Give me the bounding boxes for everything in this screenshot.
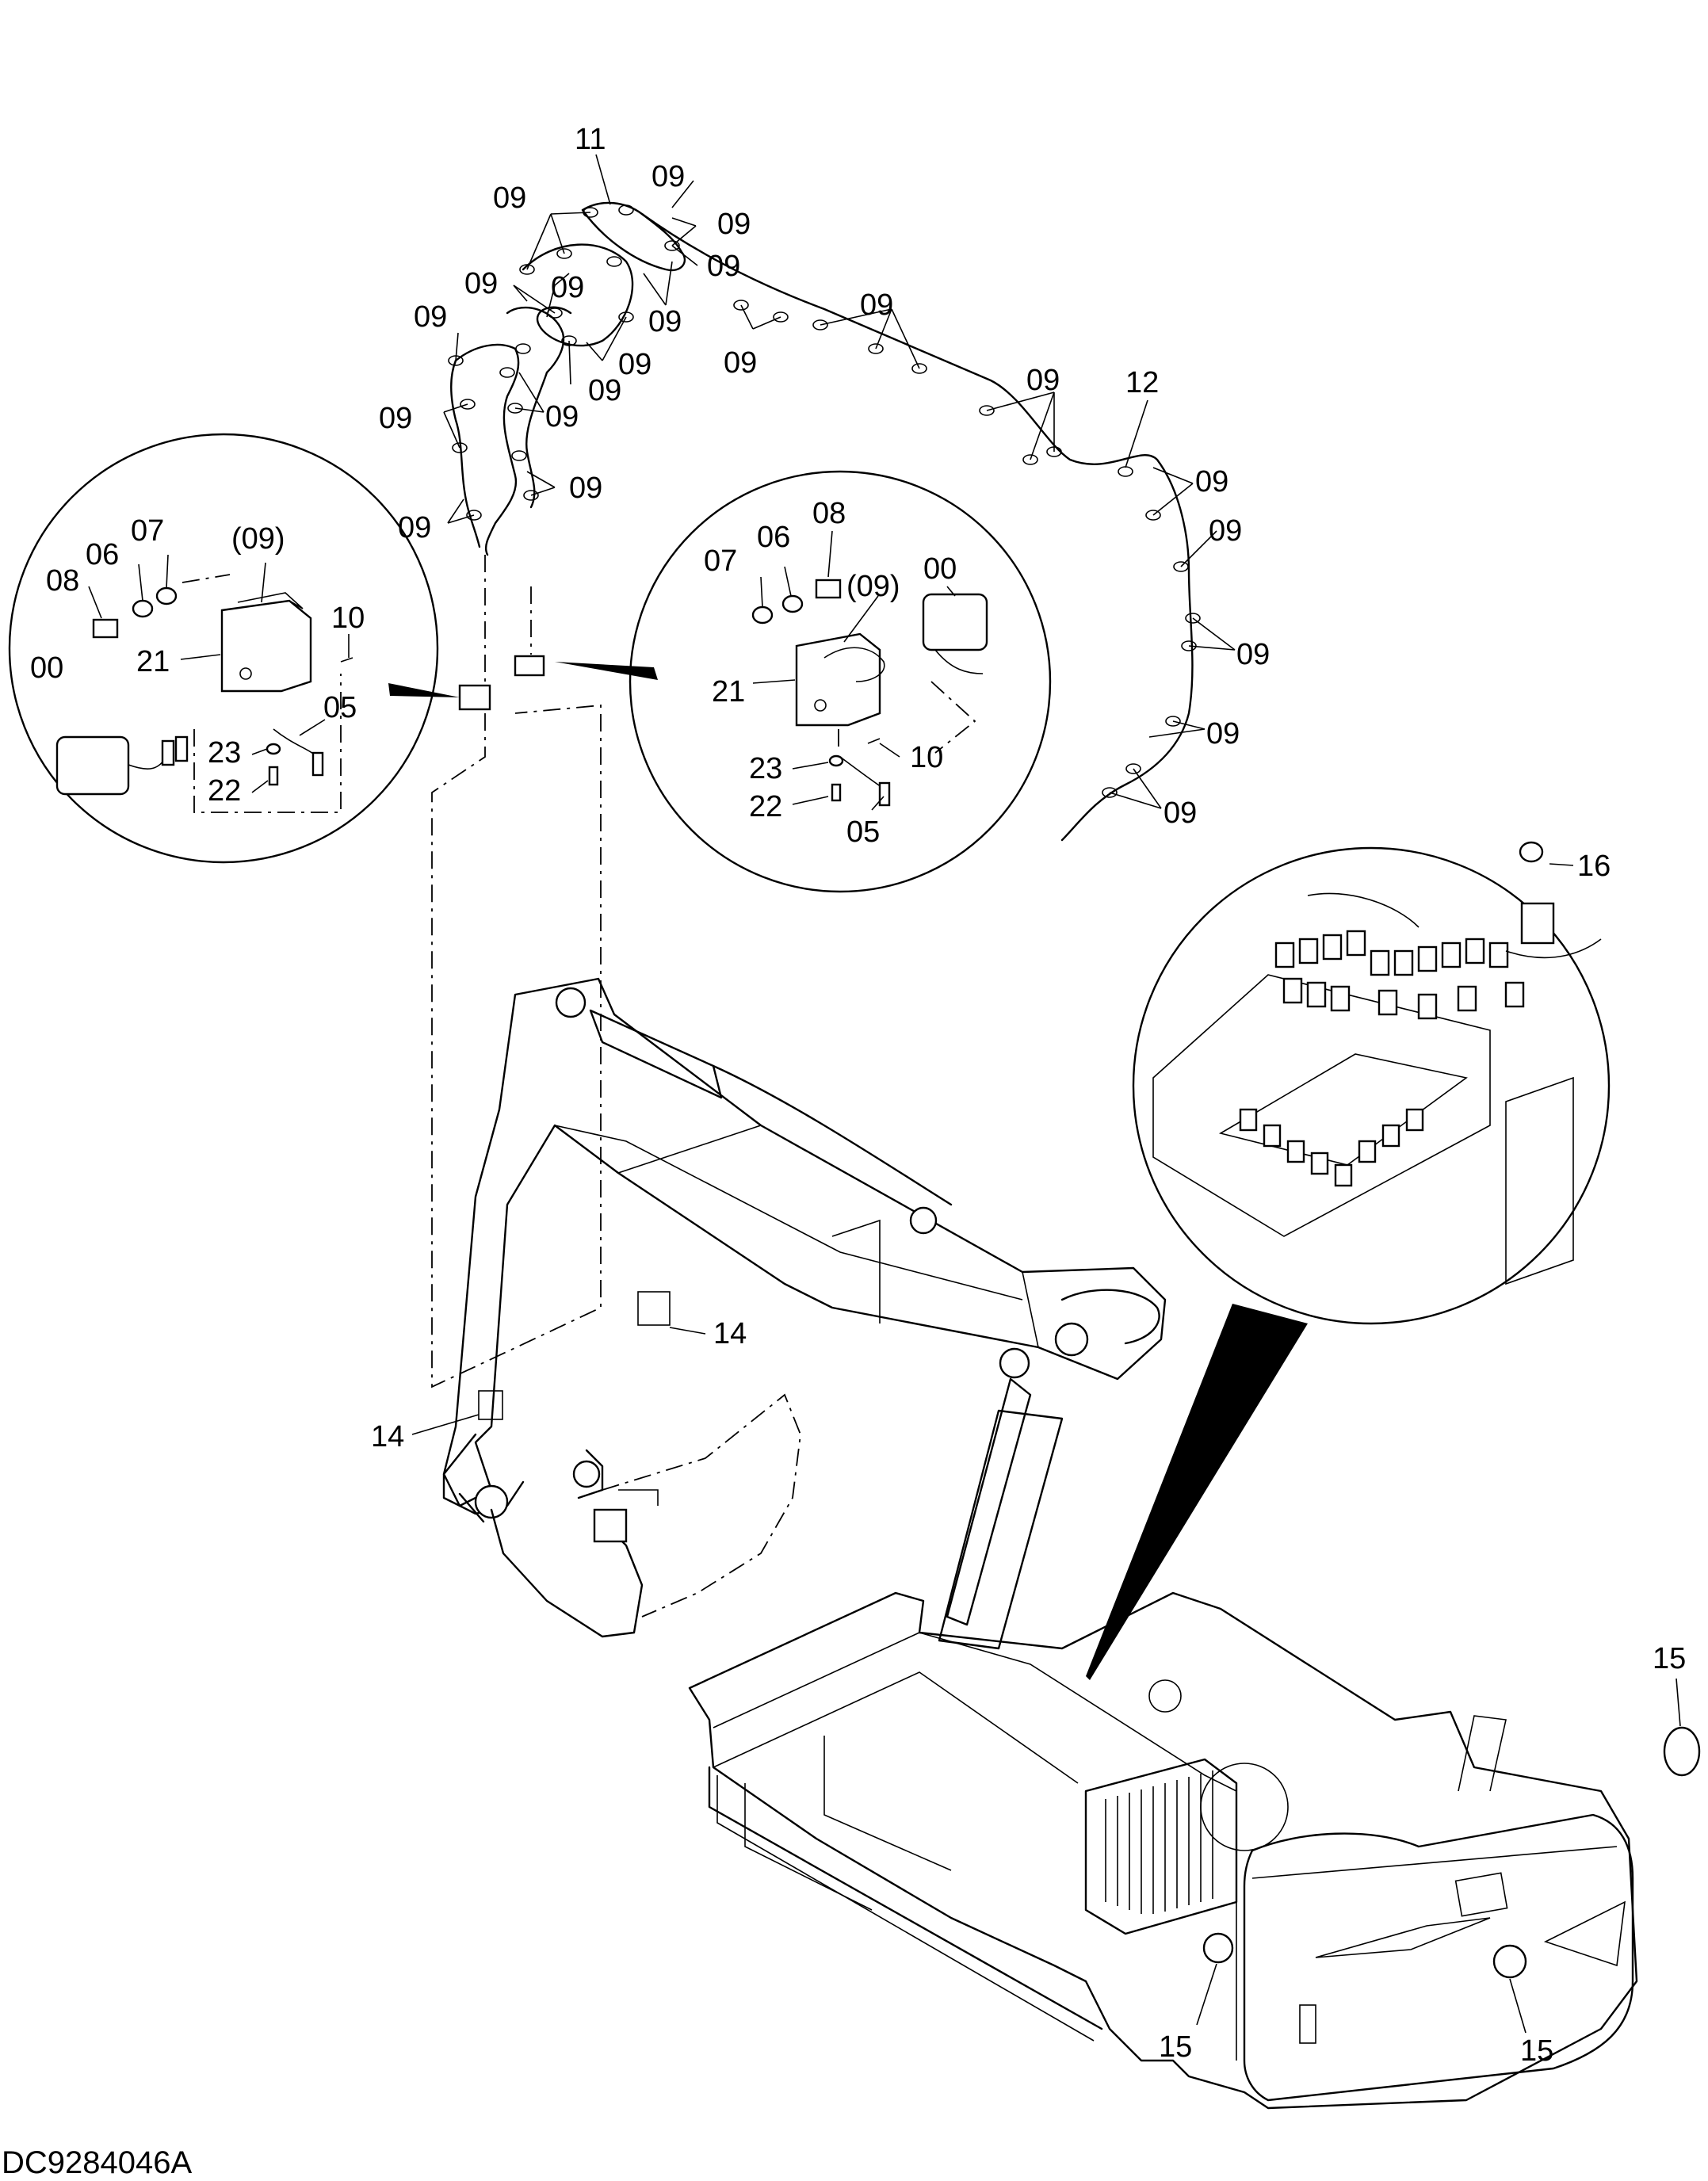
callout-00: 00 (923, 552, 957, 586)
callout-09: 09 (414, 300, 447, 334)
callout-09: 09 (1236, 638, 1270, 671)
detail-relay-box: 16 (1086, 841, 1611, 1680)
callout-14: 14 (713, 1317, 747, 1350)
drawing-number: DC9284046A (2, 2145, 192, 2180)
callout-09: 09 (1206, 717, 1240, 751)
callout-07: 07 (704, 544, 737, 578)
detail-lamp-left: 08 06 07 (09) 21 10 00 05 23 22 (8, 433, 460, 864)
callout-09: 09 (588, 374, 621, 407)
callout-09: 09 (493, 181, 526, 215)
callout-09: 09 (707, 250, 740, 283)
harness-assembly (448, 201, 1201, 842)
detail-lamp-right: 08 06 07 (09) 00 21 10 23 22 05 (555, 470, 1052, 893)
callout-06: 06 (757, 521, 790, 554)
callout-11: 11 (575, 123, 606, 156)
callout-09: 09 (1026, 364, 1060, 397)
callout-22: 22 (749, 790, 782, 823)
callout-09-paren: (09) (231, 522, 285, 556)
callout-09: 09 (551, 271, 584, 304)
callout-09: 09 (1195, 465, 1228, 498)
callout-23: 23 (749, 752, 782, 785)
callout-15: 15 (1159, 2030, 1192, 2064)
callout-16: 16 (1577, 850, 1611, 883)
callout-10: 10 (910, 741, 943, 774)
callout-09: 09 (618, 348, 651, 381)
callout-09: 09 (379, 402, 412, 435)
callout-09: 09 (651, 160, 685, 193)
upper-structure: 15 15 15 (688, 1591, 1701, 2110)
callout-09: 09 (717, 208, 751, 241)
callout-09: 09 (569, 472, 602, 505)
callout-09: 09 (1209, 514, 1242, 548)
callout-22: 22 (208, 774, 241, 808)
callout-08: 08 (812, 497, 846, 530)
callout-15: 15 (1653, 1642, 1686, 1675)
callout-06: 06 (86, 538, 119, 571)
harness-leaders (443, 154, 1236, 809)
harness-labels: 11 12 09 09 09 09 09 09 09 09 09 09 09 0… (379, 123, 1270, 830)
callout-15: 15 (1520, 2034, 1553, 2068)
callout-21: 21 (136, 645, 170, 678)
callout-09: 09 (398, 511, 431, 544)
callout-08: 08 (46, 564, 79, 598)
callout-05: 05 (323, 691, 357, 724)
callout-09: 09 (545, 400, 579, 434)
callout-09: 09 (724, 346, 757, 380)
callout-23: 23 (208, 736, 241, 770)
callout-09: 09 (464, 267, 498, 300)
callout-00: 00 (30, 651, 63, 685)
excavator-frame: 14 14 (371, 705, 1167, 1650)
callout-14: 14 (371, 1420, 404, 1453)
callout-21: 21 (712, 675, 745, 709)
callout-09: 09 (860, 288, 893, 322)
callout-12: 12 (1125, 366, 1159, 399)
callout-10: 10 (331, 602, 365, 635)
callout-09: 09 (1164, 796, 1197, 830)
callout-05: 05 (846, 815, 880, 849)
callout-07: 07 (131, 514, 164, 548)
callout-09: 09 (648, 305, 682, 338)
callout-09-paren: (09) (846, 570, 900, 603)
